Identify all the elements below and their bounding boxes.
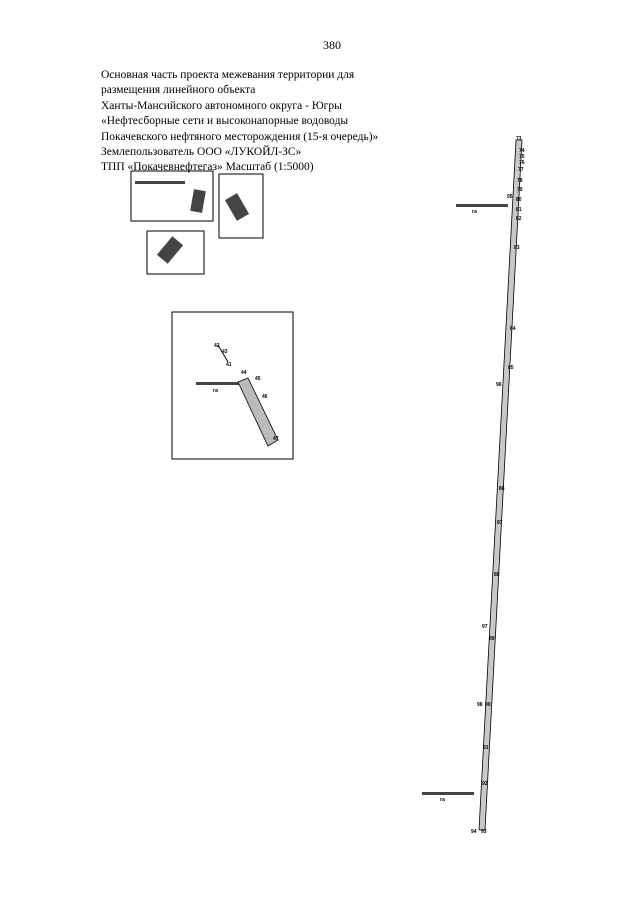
area-label: га — [472, 209, 477, 215]
point-label: 42 — [214, 343, 220, 349]
point-label: 94 — [471, 829, 477, 835]
header-line: Землепользователь ООО «ЛУКОЙЛ-ЗС» — [101, 146, 302, 159]
header-line: Покачевского нефтяного месторождения (15… — [101, 130, 379, 143]
area-label: га — [440, 797, 445, 803]
point-label: 82 — [516, 216, 522, 222]
inset-labels: 42 43 41 44 45 46 47 га — [213, 343, 279, 442]
point-label: 45 — [255, 376, 261, 382]
point-label: 84 — [510, 326, 516, 332]
point-label: 80 — [516, 197, 522, 203]
header-line: ТПП «Покачевнефтегаз» Масштаб (1:5000) — [101, 161, 314, 174]
point-label: 93 — [481, 829, 487, 835]
point-label: 47 — [273, 436, 279, 442]
point-label: 81 — [516, 207, 522, 213]
point-label: 44 — [241, 370, 247, 376]
inset-frames — [130, 170, 294, 460]
point-label: 43 — [222, 349, 228, 355]
point-label: 75 — [519, 154, 525, 160]
point-label: 97 — [482, 624, 488, 630]
point-label: 74 — [519, 148, 525, 154]
point-label: 83 — [514, 245, 520, 251]
area-callout-top — [456, 204, 508, 207]
point-label: 90 — [485, 702, 491, 708]
header-line: Ханты-Мансийского автономного округа - Ю… — [101, 99, 342, 112]
point-label: 46 — [262, 394, 268, 400]
right-labels: 73 74 75 76 77 78 79 80 81 82 83 84 85 8… — [481, 136, 525, 835]
point-label: 89 — [489, 636, 495, 642]
area-label: га — [213, 388, 218, 394]
point-label: 88 — [494, 572, 500, 578]
point-label: 77 — [518, 167, 524, 173]
document-header: Основная часть проекта межевания террито… — [101, 68, 378, 176]
inset-shapes — [135, 181, 250, 385]
point-label: 85 — [508, 365, 514, 371]
left-labels: 95 96 97 98 94 — [471, 194, 513, 835]
main-corridor — [478, 139, 523, 831]
point-label: 92 — [482, 781, 488, 787]
inset-corridor — [237, 377, 279, 447]
point-label: 95 — [507, 194, 513, 200]
point-label: 86 — [499, 486, 505, 492]
area-callout-bottom — [422, 792, 474, 795]
header-line: размещения линейного объекта — [101, 84, 256, 97]
point-label: 78 — [517, 178, 523, 184]
point-label: 87 — [497, 520, 503, 526]
header-line: Основная часть проекта межевания террито… — [101, 69, 355, 81]
point-label: 96 — [496, 382, 502, 388]
header-line: «Нефтесборные сети и высоконапорные водо… — [101, 115, 349, 128]
point-label: 73 — [516, 136, 522, 142]
point-label: 98 — [477, 702, 483, 708]
point-label: 41 — [226, 362, 232, 368]
point-label: 91 — [483, 745, 489, 751]
point-label: 79 — [517, 187, 523, 193]
page-number: 380 — [323, 38, 341, 52]
point-label: 76 — [519, 160, 525, 166]
